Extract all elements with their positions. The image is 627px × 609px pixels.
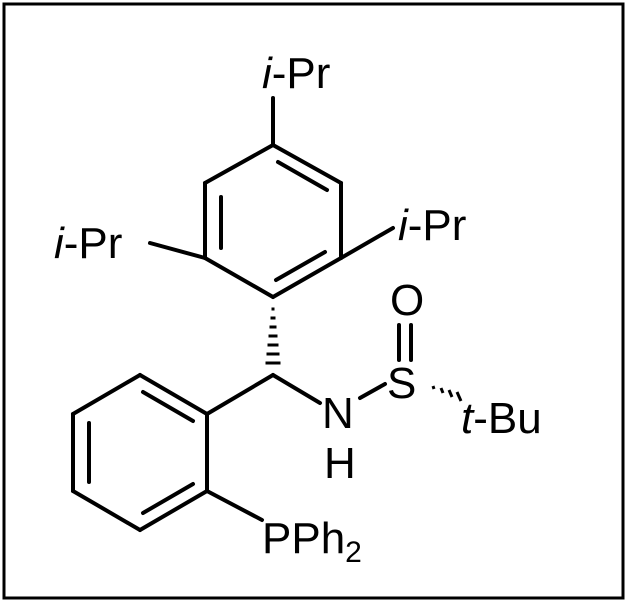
bond [203, 143, 275, 185]
bond [205, 373, 275, 416]
double-bond-inner [276, 160, 329, 192]
double-bond-inner [141, 482, 195, 515]
double-bond-inner [141, 390, 195, 423]
bond [148, 241, 207, 260]
atom-hydrogen: H [324, 439, 356, 488]
bond [358, 382, 387, 400]
atom-nitrogen: N [322, 389, 354, 438]
bond [71, 373, 142, 416]
bond [205, 489, 264, 522]
label-ipr-left: i-Pr [54, 219, 122, 268]
double-bond-inner [274, 250, 327, 282]
atom-sulfur: S [387, 359, 416, 408]
hashed-wedge-bond [265, 307, 281, 365]
bond [138, 373, 209, 416]
bond [138, 489, 209, 532]
atom-oxygen: O [390, 276, 424, 325]
bonds [71, 96, 413, 532]
label-ipr-right: i-Pr [398, 201, 466, 250]
bond [271, 373, 322, 405]
bond [271, 143, 343, 185]
hashed-wedge-bond [431, 385, 463, 402]
bond [271, 256, 343, 299]
bond [71, 489, 142, 532]
label-ipr-top: i-Pr [262, 49, 330, 98]
frame-border [2, 2, 625, 600]
bond [339, 226, 395, 260]
label-tbu: t-Bu [461, 394, 542, 443]
bond [203, 256, 275, 299]
label-pph2: PPh2 [262, 514, 362, 569]
